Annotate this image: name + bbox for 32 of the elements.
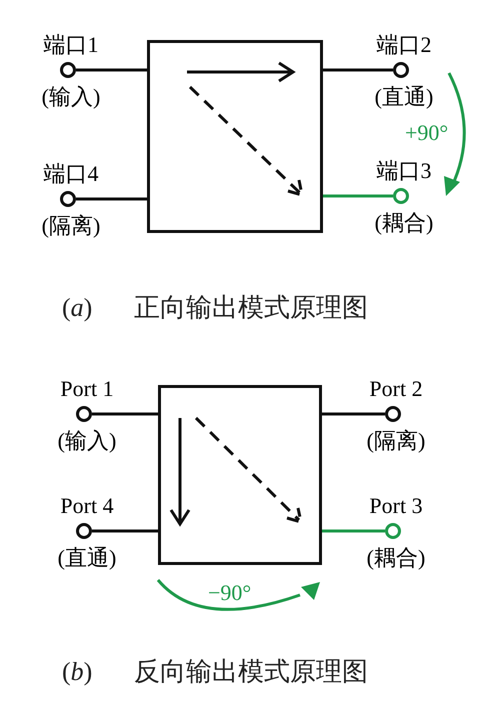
connector-line: [92, 530, 158, 532]
port-role-label: (直通): [58, 546, 116, 570]
connector-line: [92, 412, 158, 416]
port-role-label: (隔离): [42, 214, 100, 238]
port-label: Port 2: [369, 377, 423, 401]
connector-line: [76, 68, 147, 72]
caption-label: (b): [62, 657, 92, 687]
coupler-box: [147, 40, 323, 233]
port-label: 端口1: [44, 33, 98, 57]
caption-text: 反向输出模式原理图: [134, 657, 368, 687]
connector-line: [323, 68, 393, 72]
port-label: Port 1: [60, 377, 114, 401]
port-label: 端口2: [376, 33, 432, 57]
connector-line: [76, 198, 147, 200]
port-label: 端口3: [376, 159, 432, 183]
phase-label: −90°: [208, 579, 252, 607]
port-role-label: (耦合): [366, 546, 426, 570]
connector-line: [322, 530, 385, 532]
port-role-label: (输入): [42, 85, 100, 109]
port-label: Port 3: [369, 494, 423, 518]
connector-line: [323, 194, 393, 198]
port-label: Port 4: [60, 494, 114, 518]
port-role-label: (耦合): [374, 211, 434, 235]
caption-text: 正向输出模式原理图: [134, 293, 368, 323]
connector-line: [322, 412, 385, 416]
caption-label: (a): [62, 293, 92, 323]
port-label: 端口4: [44, 162, 98, 186]
port-role-label: (直通): [374, 85, 434, 109]
coupler-box: [158, 385, 322, 565]
phase-label: +90°: [405, 119, 448, 147]
port-role-label: (输入): [58, 429, 116, 453]
port-role-label: (隔离): [366, 429, 426, 453]
